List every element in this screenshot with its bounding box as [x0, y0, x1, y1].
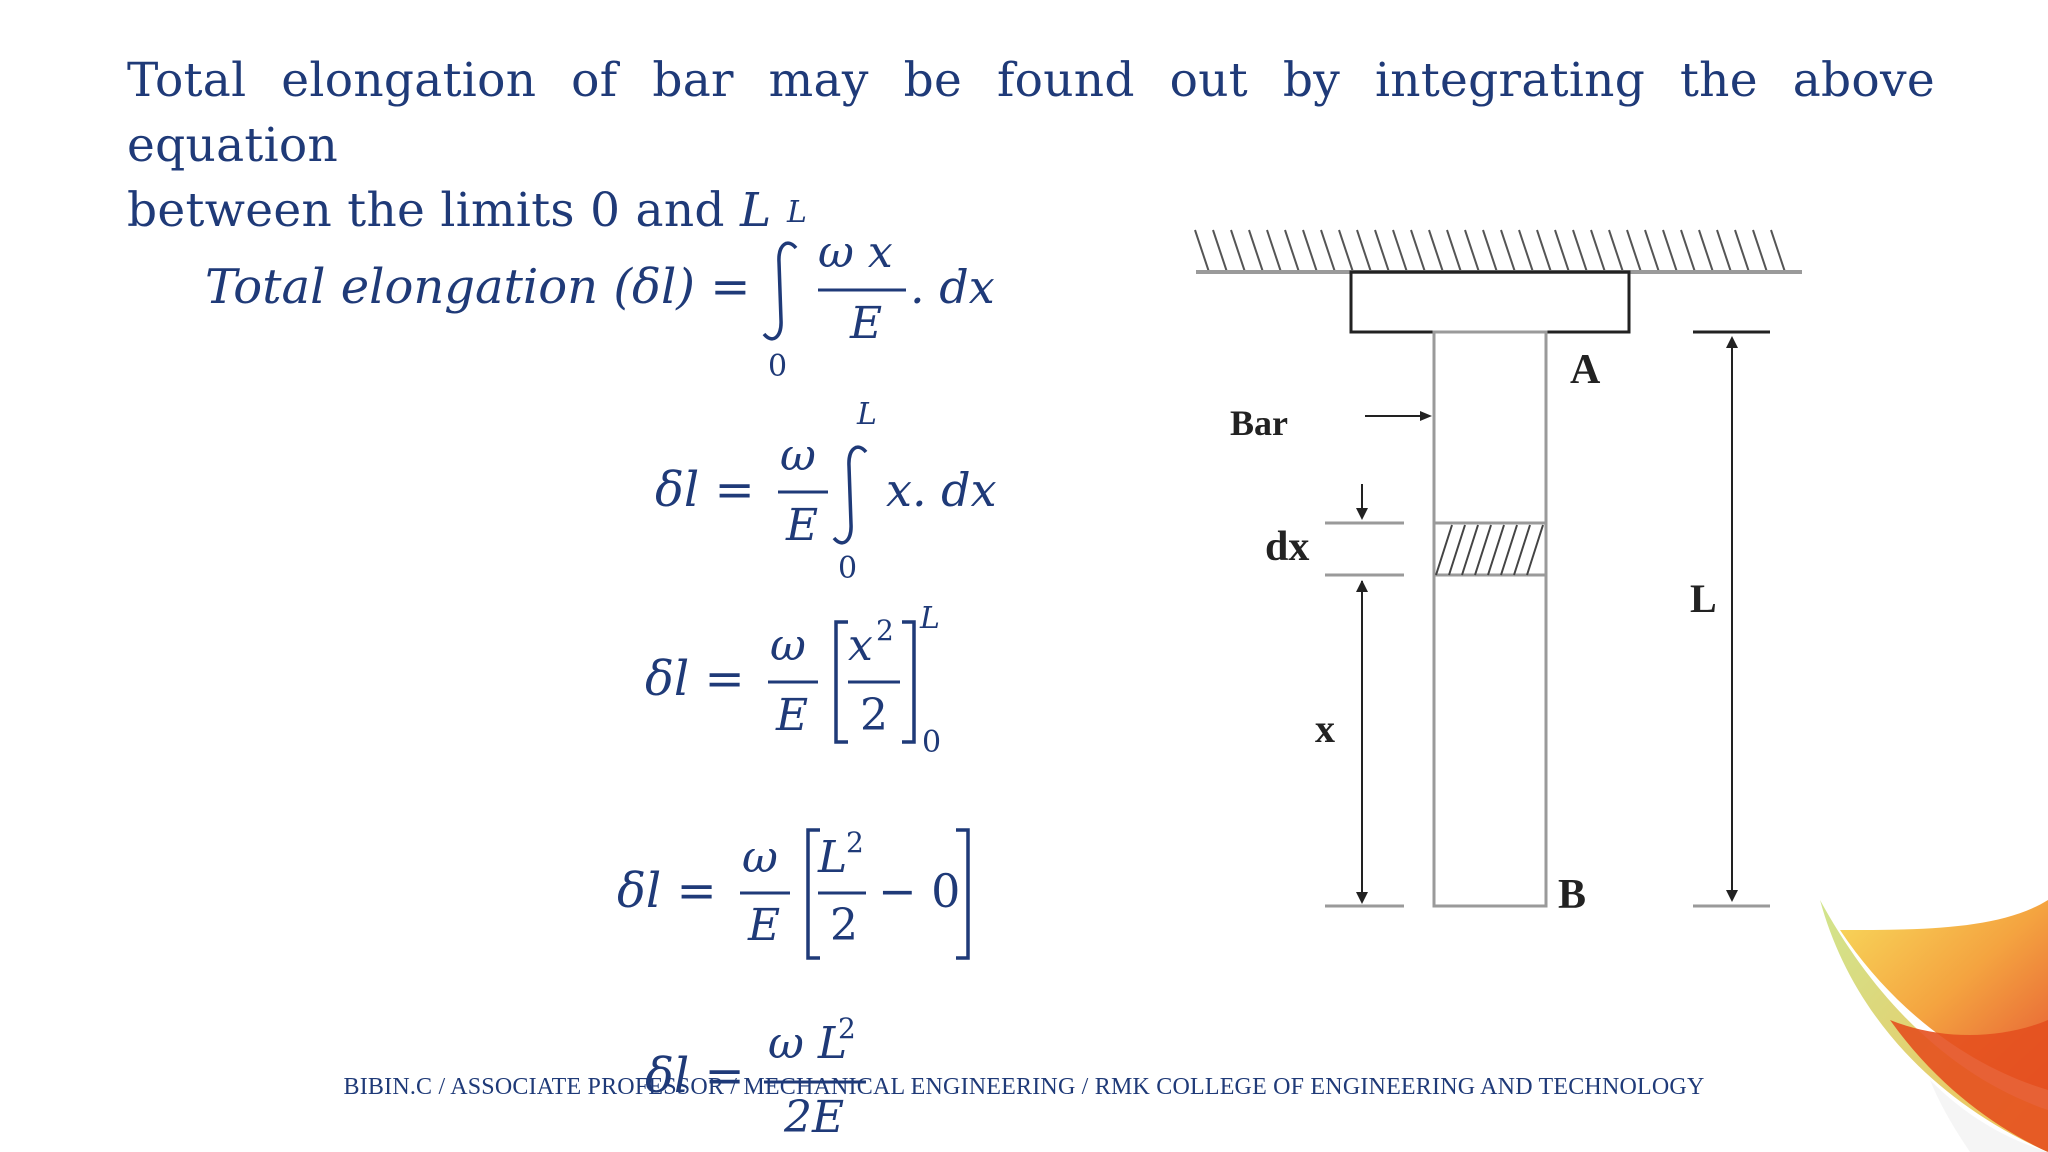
label-x: x	[1315, 706, 1335, 751]
eq1-numerator: ω x	[818, 227, 893, 278]
label-a: A	[1570, 347, 1601, 393]
eq4-lhs: δl =	[617, 863, 717, 919]
eq5-exponent: 2	[838, 1012, 856, 1045]
eq2-numerator: ω	[780, 430, 816, 481]
intro-line-2-variable: L	[740, 183, 772, 238]
intro-line-2-text: between the limits 0 and	[127, 183, 741, 238]
eq2-lhs: δl =	[655, 462, 755, 518]
eq2-tail: x. dx	[886, 463, 997, 517]
eq1-tail: . dx	[910, 260, 995, 314]
eq5-denominator: 2E	[783, 1092, 844, 1143]
eq4-numerator: ω	[742, 832, 778, 883]
bar-pointer-arrowhead	[1420, 411, 1432, 421]
eq1-denominator: E	[849, 298, 882, 349]
eq4-right-bracket	[956, 828, 970, 960]
element-dx	[1432, 521, 1548, 577]
eq3-lhs: δl =	[645, 651, 745, 707]
equation-block: Total elongation (δl) = L 0 ω x E . dx δ…	[205, 195, 997, 1143]
x-arrowhead-up	[1356, 580, 1368, 592]
footer: BIBIN.C / ASSOCIATE PROFESSOR / MECHANIC…	[343, 1074, 1705, 1100]
intro-line-2: between the limits 0 and L	[127, 183, 772, 238]
eq1-upper-limit: L	[786, 195, 807, 230]
eq3-lower-limit: 0	[922, 725, 941, 760]
eq3-denominator: E	[775, 690, 808, 741]
eq3-right-bracket	[902, 620, 916, 744]
eq4-denominator: E	[747, 900, 780, 951]
support-plate	[1349, 270, 1631, 334]
L-arrowhead-up	[1726, 336, 1738, 348]
eq2-upper-limit: L	[856, 397, 877, 432]
eq3-upper-limit: L	[919, 601, 940, 636]
bar-diagram: Bar A B dx x L	[1194, 229, 1802, 918]
x-arrowhead-down	[1356, 892, 1368, 904]
intro-paragraph: Total elongation of bar may be found out…	[127, 48, 1935, 243]
eq4-inner-denominator: 2	[830, 900, 858, 951]
eq3-inner-exponent: 2	[876, 614, 894, 647]
eq2-integral-sign	[832, 445, 868, 545]
eq1-lower-limit: 0	[768, 349, 787, 384]
eq5-numerator: ω L	[768, 1018, 847, 1069]
decorative-swoosh	[1820, 900, 2048, 1152]
label-dx: dx	[1265, 524, 1309, 570]
eq5-lhs: δl =	[645, 1048, 745, 1104]
label-bar: Bar	[1230, 403, 1288, 443]
eq4-inner-numerator: L	[817, 832, 847, 883]
intro-line-1: Total elongation of bar may be found out…	[127, 53, 1935, 173]
eq3-left-bracket	[834, 620, 848, 744]
eq1-integral-sign	[762, 241, 798, 341]
L-arrowhead-down	[1726, 890, 1738, 902]
label-b: B	[1558, 872, 1586, 918]
eq3-inner-numerator: x	[848, 620, 873, 671]
eq4-left-bracket	[806, 828, 820, 960]
ceiling-hatching	[1194, 229, 1786, 273]
bar-body	[1432, 330, 1548, 908]
eq3-inner-denominator: 2	[860, 690, 888, 741]
eq2-denominator: E	[785, 500, 818, 551]
eq2-lower-limit: 0	[838, 551, 857, 586]
eq1-lhs: Total elongation (δl) =	[205, 259, 751, 315]
label-L: L	[1690, 576, 1717, 621]
eq4-tail: − 0	[878, 864, 960, 918]
eq3-numerator: ω	[770, 620, 806, 671]
eq4-inner-exponent: 2	[846, 826, 864, 859]
element-hatching	[1435, 524, 1544, 576]
dx-arrowhead-down	[1356, 508, 1368, 520]
